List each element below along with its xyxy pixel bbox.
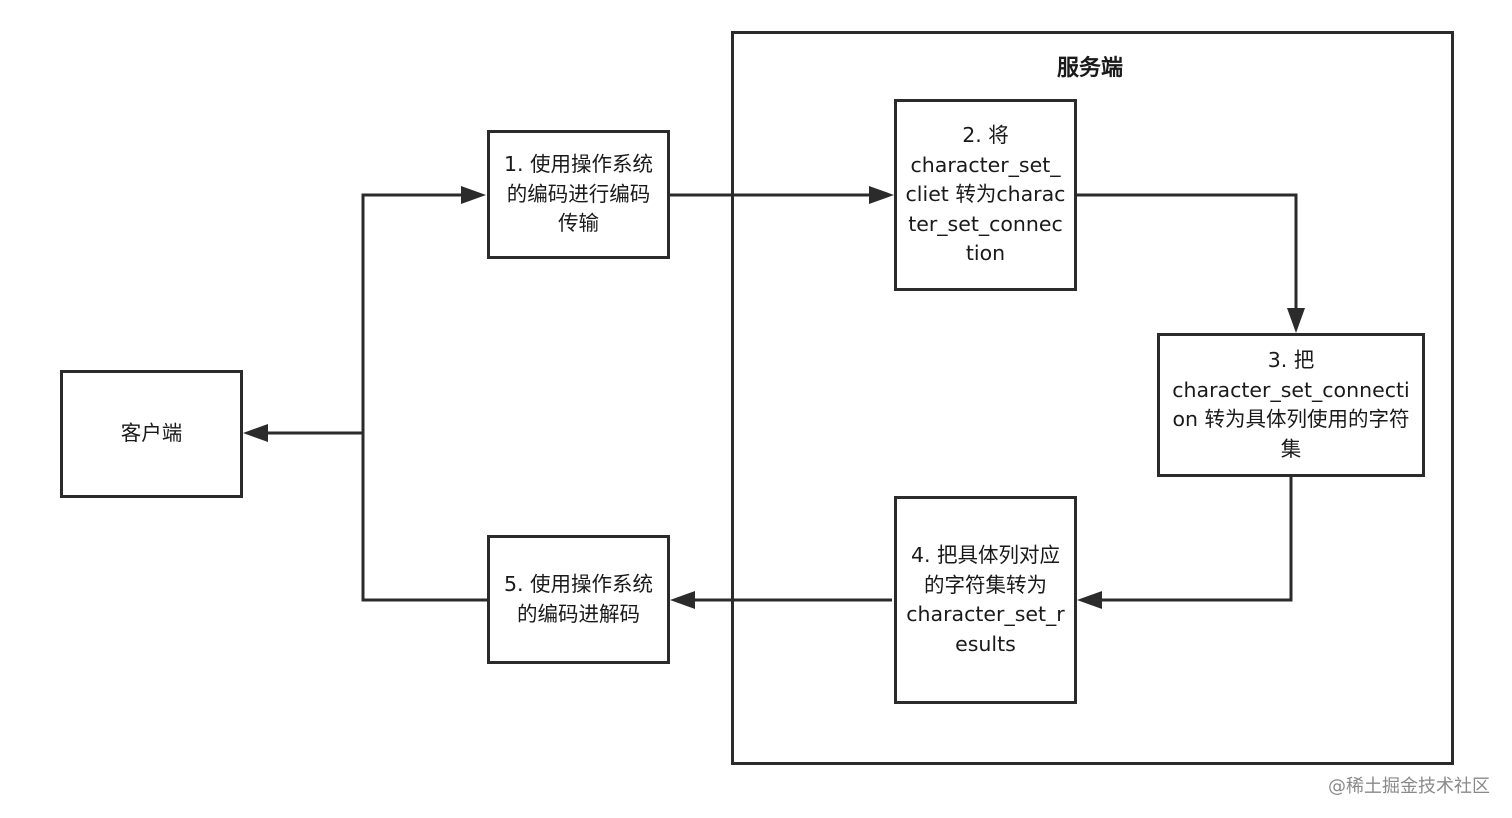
step-2-node: 2. 将 character_set_cliet 转为character_set… [894, 99, 1077, 291]
step-4-label: 4. 把具体列对应的字符集转为 character_set_results [906, 543, 1065, 656]
step-5-label: 5. 使用操作系统的编码进解码 [503, 572, 654, 626]
step-3-label: 3. 把 character_set_connection 转为具体列使用的字符… [1172, 348, 1410, 461]
client-node-label: 客户端 [120, 421, 183, 446]
step-3-node: 3. 把 character_set_connection 转为具体列使用的字符… [1157, 333, 1425, 477]
step-1-node: 1. 使用操作系统的编码进行编码传输 [487, 130, 670, 259]
edge-client-to-step1 [361, 186, 486, 433]
client-node: 客户端 [60, 370, 243, 498]
edge-step3-to-step4 [1077, 477, 1293, 609]
edge-step4-to-step5 [670, 591, 892, 609]
server-group-title: 服务端 [1056, 56, 1123, 81]
step-2-label: 2. 将 character_set_cliet 转为character_set… [905, 123, 1066, 266]
watermark: @稀土掘金技术社区 [1328, 776, 1490, 797]
step-4-node: 4. 把具体列对应的字符集转为 character_set_results [894, 496, 1077, 704]
edge-step5-to-client [243, 424, 487, 602]
edge-step2-to-step3 [1077, 193, 1305, 333]
server-group-frame [731, 31, 1454, 765]
step-1-label: 1. 使用操作系统的编码进行编码传输 [503, 152, 654, 236]
edge-step1-to-step2 [670, 186, 894, 204]
step-5-node: 5. 使用操作系统的编码进解码 [487, 535, 670, 664]
